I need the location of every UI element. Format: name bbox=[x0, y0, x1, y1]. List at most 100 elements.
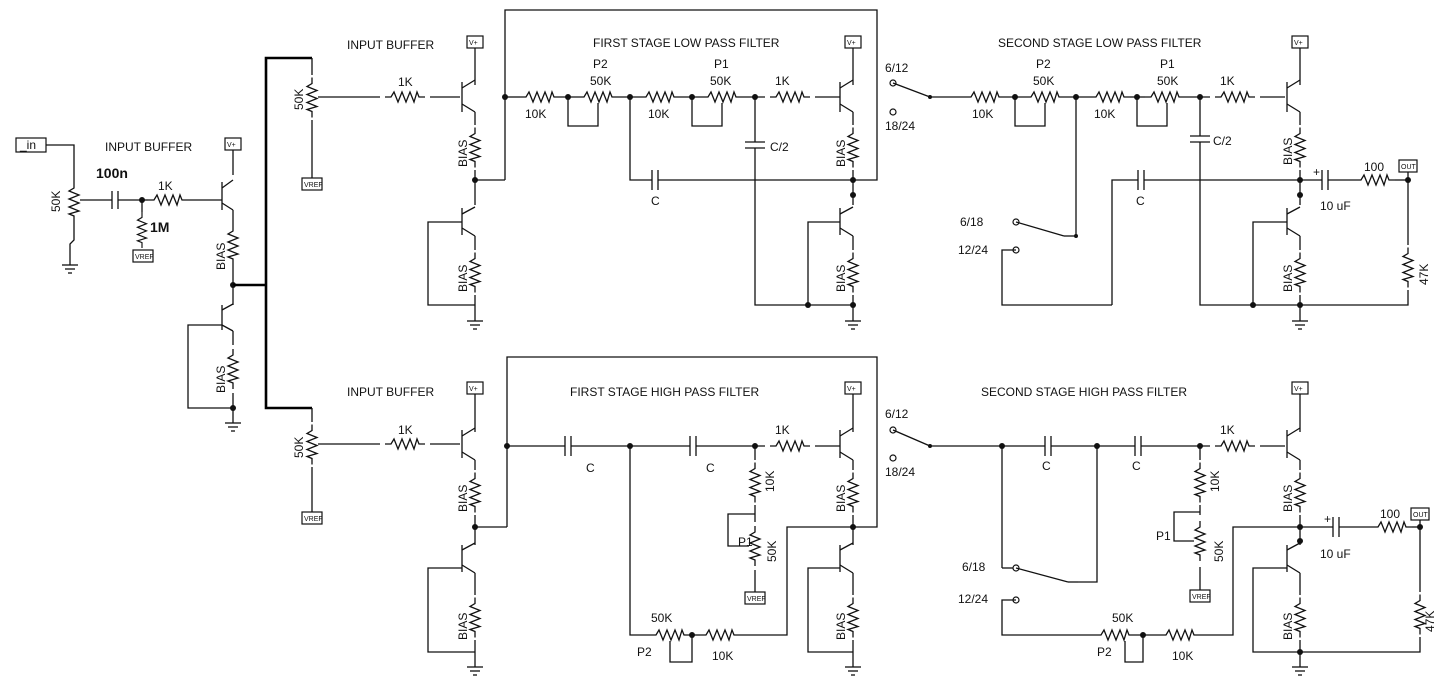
ground-symbol bbox=[224, 419, 242, 432]
svg-text:50K: 50K bbox=[292, 437, 306, 458]
pot-p1 bbox=[1194, 520, 1206, 562]
r-1m-label: 1M bbox=[150, 219, 169, 235]
svg-text:10K: 10K bbox=[648, 107, 669, 121]
svg-text:BIAS: BIAS bbox=[456, 613, 470, 640]
bias-resistor bbox=[469, 596, 481, 639]
svg-text:47K: 47K bbox=[1417, 264, 1431, 285]
svg-text:10K: 10K bbox=[525, 107, 546, 121]
svg-text:BIAS: BIAS bbox=[834, 485, 848, 512]
ground-symbol bbox=[466, 663, 484, 676]
svg-text:6/12: 6/12 bbox=[885, 407, 909, 421]
bias-resistor bbox=[847, 251, 859, 294]
pot-50k bbox=[306, 76, 318, 119]
pot-p2 bbox=[1094, 629, 1136, 641]
svg-text:BIAS: BIAS bbox=[456, 265, 470, 292]
input-buffer-title-left: INPUT BUFFER bbox=[105, 140, 192, 154]
svg-text:P1: P1 bbox=[1160, 57, 1175, 71]
svg-text:V+: V+ bbox=[847, 40, 856, 47]
bias-resistor bbox=[469, 251, 481, 294]
svg-text:BIAS: BIAS bbox=[456, 140, 470, 167]
svg-text:C: C bbox=[1042, 459, 1051, 473]
svg-text:1K: 1K bbox=[1220, 74, 1235, 88]
svg-text:SECOND STAGE LOW PASS FILTER: SECOND STAGE LOW PASS FILTER bbox=[998, 36, 1202, 50]
svg-text:50K: 50K bbox=[1212, 541, 1226, 562]
pot-p2 bbox=[649, 629, 691, 641]
bias-resistor bbox=[469, 126, 481, 169]
resistor-47k bbox=[1402, 246, 1414, 289]
bias-resistor bbox=[1294, 471, 1306, 514]
svg-text:VREF: VREF bbox=[747, 596, 766, 603]
svg-text:P2: P2 bbox=[593, 57, 608, 71]
svg-text:V+: V+ bbox=[469, 40, 478, 47]
svg-text:10K: 10K bbox=[1172, 649, 1193, 663]
svg-text:50K: 50K bbox=[1157, 74, 1178, 88]
bias-resistor bbox=[227, 224, 239, 266]
svg-text:C: C bbox=[1132, 459, 1141, 473]
svg-text:V+: V+ bbox=[227, 142, 236, 149]
svg-text:47K: 47K bbox=[1423, 611, 1437, 632]
first-stage-high-pass: FIRST STAGE HIGH PASS FILTER C C 1K 10K … bbox=[504, 356, 1002, 676]
resistor-1m bbox=[136, 211, 148, 249]
bias-resistor bbox=[1294, 251, 1306, 294]
svg-text:12/24: 12/24 bbox=[958, 243, 988, 257]
svg-text:10K: 10K bbox=[712, 649, 733, 663]
svg-text:10K: 10K bbox=[972, 107, 993, 121]
bias-resistor bbox=[1294, 126, 1306, 169]
resistor-1k bbox=[384, 91, 426, 103]
svg-text:6/18: 6/18 bbox=[962, 560, 986, 574]
r-1k-label: 1K bbox=[158, 179, 173, 193]
input-buffer-bottom: INPUT BUFFER 50K 1K VREF V+ BIAS BIAS bbox=[292, 381, 507, 676]
svg-text:BIAS: BIAS bbox=[834, 613, 848, 640]
svg-text:BIAS: BIAS bbox=[214, 366, 228, 393]
svg-text:6/18: 6/18 bbox=[960, 215, 984, 229]
svg-text:V+: V+ bbox=[1294, 386, 1303, 393]
svg-text:P2: P2 bbox=[1097, 645, 1112, 659]
svg-text:BIAS: BIAS bbox=[834, 140, 848, 167]
svg-text:C: C bbox=[651, 194, 660, 208]
svg-text:VREF: VREF bbox=[1192, 594, 1211, 601]
svg-text:18/24: 18/24 bbox=[885, 465, 915, 479]
bias-resistor bbox=[847, 596, 859, 639]
second-stage-low-pass: SECOND STAGE LOW PASS FILTER 10K P2 50K … bbox=[958, 35, 1431, 330]
svg-text:50K: 50K bbox=[590, 74, 611, 88]
ground-symbol bbox=[1291, 317, 1309, 330]
svg-text:1K: 1K bbox=[398, 75, 413, 89]
bias-resistor bbox=[469, 471, 481, 514]
svg-text:FIRST STAGE HIGH PASS FILTER: FIRST STAGE HIGH PASS FILTER bbox=[570, 385, 759, 399]
svg-text:100: 100 bbox=[1380, 507, 1400, 521]
svg-text:6/12: 6/12 bbox=[885, 61, 909, 75]
input-pot-label: 50K bbox=[49, 191, 63, 212]
svg-text:BIAS: BIAS bbox=[1281, 613, 1295, 640]
svg-text:BIAS: BIAS bbox=[1281, 265, 1295, 292]
svg-text:BIAS: BIAS bbox=[1281, 138, 1295, 165]
svg-text:VREF: VREF bbox=[135, 254, 154, 261]
resistor-1k bbox=[147, 194, 189, 206]
svg-text:10K: 10K bbox=[763, 471, 777, 492]
svg-text:50K: 50K bbox=[765, 541, 779, 562]
pot-50k bbox=[306, 423, 318, 466]
svg-text:50K: 50K bbox=[292, 89, 306, 110]
svg-text:1K: 1K bbox=[775, 423, 790, 437]
svg-text:P1: P1 bbox=[714, 57, 729, 71]
resistor-1k bbox=[384, 438, 426, 450]
first-stage-low-pass: FIRST STAGE LOW PASS FILTER 10K P2 50K 1… bbox=[502, 9, 965, 330]
in-label: _in bbox=[19, 138, 36, 152]
svg-text:12/24: 12/24 bbox=[958, 592, 988, 606]
svg-text:INPUT BUFFER: INPUT BUFFER bbox=[347, 385, 434, 399]
svg-text:BIAS: BIAS bbox=[456, 485, 470, 512]
svg-text:VREF: VREF bbox=[304, 182, 323, 189]
svg-text:C/2: C/2 bbox=[1213, 134, 1232, 148]
pot-p1 bbox=[701, 91, 743, 103]
input-buffer-top: INPUT BUFFER 50K 1K VREF V+ BIAS BIAS bbox=[292, 35, 505, 330]
svg-text:50K: 50K bbox=[651, 611, 672, 625]
pot-p2 bbox=[577, 91, 619, 103]
svg-text:10 uF: 10 uF bbox=[1320, 199, 1351, 213]
svg-text:100: 100 bbox=[1364, 160, 1384, 174]
svg-text:P2: P2 bbox=[637, 645, 652, 659]
svg-text:V+: V+ bbox=[847, 386, 856, 393]
svg-text:C/2: C/2 bbox=[770, 140, 789, 154]
cap-100n-label: 100n bbox=[96, 165, 128, 181]
input-pot bbox=[68, 181, 80, 223]
svg-text:1K: 1K bbox=[775, 74, 790, 88]
